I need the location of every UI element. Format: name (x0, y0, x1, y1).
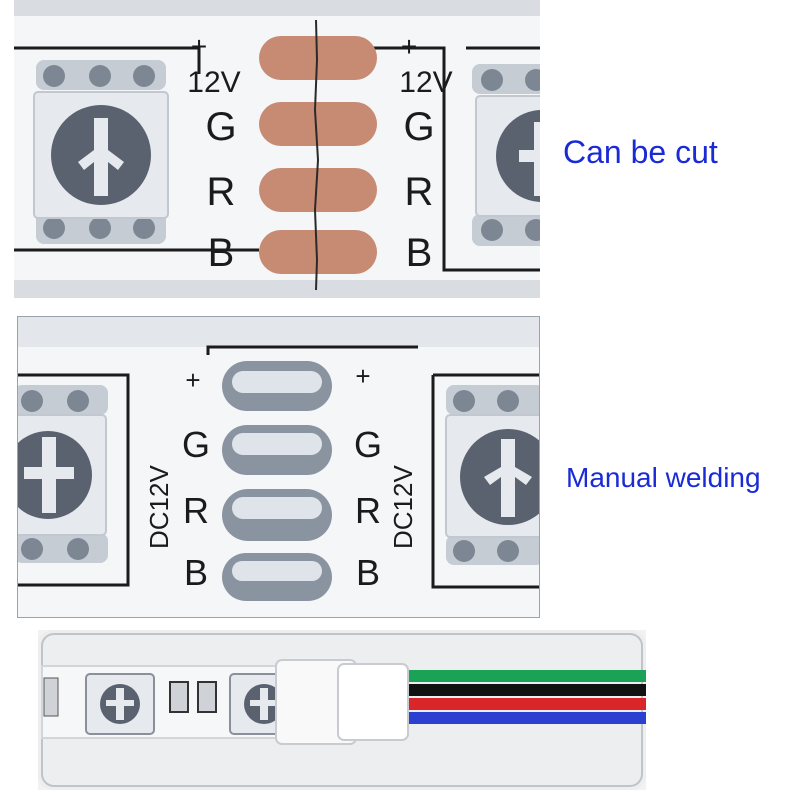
b-label: B (208, 231, 235, 275)
connector-illustration (38, 630, 646, 790)
r-label: R (207, 170, 236, 214)
b-label: B (406, 231, 433, 275)
r-label: R (355, 490, 381, 531)
welding-photo: + G R B DC12V + G R B DC12V (17, 316, 540, 618)
trace (369, 46, 540, 272)
welding-illustration: + G R B DC12V + G R B DC12V (18, 317, 539, 617)
cut-point-illustration: + 12V G R B + 12V G R B (14, 0, 540, 298)
led-chip-icon (445, 385, 539, 565)
voltage-label: DC12V (144, 465, 174, 549)
solder-joint-icon (222, 361, 332, 601)
r-label: R (183, 490, 209, 531)
r-label: R (405, 170, 434, 214)
plus-label: + (185, 365, 200, 395)
g-label: G (182, 424, 210, 465)
b-label: B (184, 552, 208, 593)
voltage-label: 12V (187, 66, 240, 99)
g-label: G (403, 105, 434, 149)
cut-point-photo: + 12V G R B + 12V G R B (14, 0, 540, 298)
g-label: G (354, 424, 382, 465)
voltage-label: 12V (399, 66, 452, 99)
plus-label: + (191, 31, 207, 62)
copper-pad-icon (259, 36, 377, 274)
plus-label: + (355, 361, 370, 391)
led-chip-icon (33, 60, 169, 244)
trace (431, 375, 539, 589)
wire-bundle-icon (398, 670, 646, 724)
led-chip-icon (472, 64, 540, 246)
trace (18, 373, 130, 587)
cut-line-icon (313, 19, 320, 291)
manual-welding-caption: Manual welding (566, 462, 761, 493)
b-label: B (356, 552, 380, 593)
voltage-label: DC12V (388, 465, 418, 549)
led-chip-icon (18, 385, 108, 563)
connector-photo (38, 630, 646, 790)
trace (14, 46, 201, 74)
g-label: G (205, 105, 236, 149)
connector-sleeve-icon (275, 659, 409, 745)
can-be-cut-caption: Can be cut (563, 134, 718, 170)
plus-label: + (401, 31, 417, 62)
